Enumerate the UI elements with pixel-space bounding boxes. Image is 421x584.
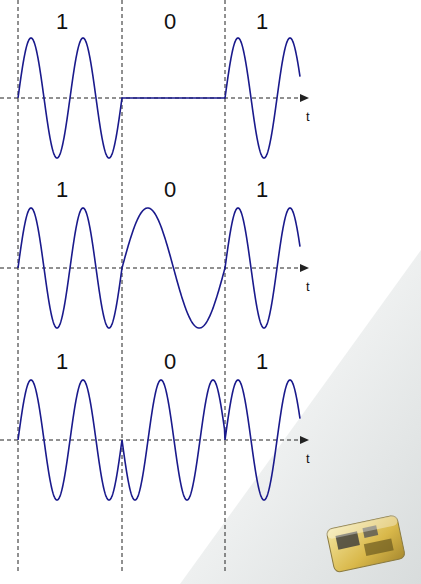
axis-arrowhead [300, 436, 309, 444]
sensor-node-photo [326, 515, 406, 573]
modulated-wave [18, 208, 300, 328]
axis-label: t [306, 280, 310, 293]
modulated-wave [18, 380, 300, 500]
time-axis [0, 268, 302, 269]
axis-label: t [306, 110, 310, 123]
bit-label: 0 [164, 11, 176, 33]
bit-label: 1 [256, 179, 268, 201]
bit-label: 1 [56, 11, 68, 33]
axis-arrowhead [300, 264, 309, 272]
bit-label: 0 [164, 179, 176, 201]
bit-label: 0 [164, 351, 176, 373]
bit-label: 1 [256, 11, 268, 33]
modulated-wave [18, 38, 300, 158]
bit-boundary-lines [18, 0, 225, 572]
bit-label: 1 [56, 351, 68, 373]
time-axis [0, 440, 302, 441]
time-axes [0, 94, 309, 444]
bit-label: 1 [56, 179, 68, 201]
bit-label: 1 [256, 351, 268, 373]
carrier-waves [18, 38, 300, 500]
axis-label: t [306, 452, 310, 465]
axis-arrowhead [300, 94, 309, 102]
